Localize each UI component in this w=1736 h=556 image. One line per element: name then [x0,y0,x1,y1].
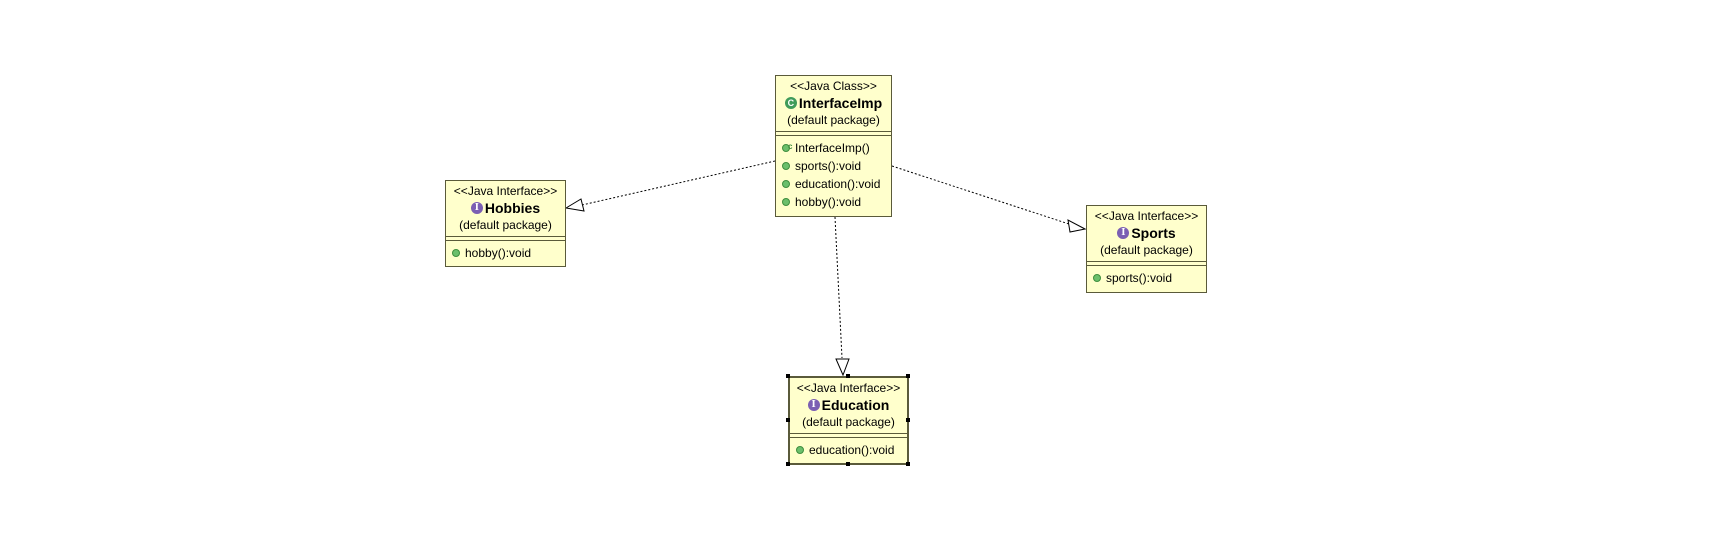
realization-arrowhead-hobbies [564,198,585,212]
public-method-icon [782,180,790,188]
stereotype-label: <<Java Class>> [790,79,877,93]
interface-box-hobbies[interactable]: <<Java Interface>> I Hobbies (default pa… [445,180,566,267]
edge-imp-sports[interactable] [891,165,1070,225]
operations-compartment: education():void [790,438,907,461]
stereotype-label: <<Java Interface>> [1094,209,1199,223]
operation-label: InterfaceImp() [795,141,870,155]
operation-label: sports():void [1106,271,1173,285]
interface-header: <<Java Interface>> I Hobbies (default pa… [446,181,565,236]
operations-compartment: InterfaceImp() sports():void education()… [776,136,891,213]
operation-label: sports():void [795,159,862,173]
package-label: (default package) [459,218,552,232]
interface-name: Hobbies [484,200,541,216]
edge-imp-education[interactable] [834,216,843,359]
realization-arrowhead-sports [1067,219,1087,233]
operation-label: hobby():void [465,246,532,260]
public-method-icon [782,198,790,206]
public-method-icon [1093,274,1101,282]
public-method-icon [452,249,460,257]
class-icon: C [784,97,797,109]
class-name: InterfaceImp [798,95,883,111]
compartment-divider [446,240,565,241]
operation-item[interactable]: sports():void [1093,269,1202,287]
operation-label: education():void [809,443,895,457]
public-constructor-icon [782,138,792,156]
interface-box-sports[interactable]: <<Java Interface>> I Sports (default pac… [1086,205,1207,293]
resize-handle-se[interactable] [906,462,910,466]
attributes-compartment [776,131,891,135]
operation-label: education():void [795,177,881,191]
edge-imp-hobbies[interactable] [581,160,776,206]
package-label: (default package) [802,415,895,429]
interface-icon: I [807,399,820,411]
operation-item[interactable]: hobby():void [782,193,887,211]
stereotype-label: <<Java Interface>> [796,381,901,395]
attributes-compartment [1087,261,1206,265]
resize-handle-e[interactable] [906,418,910,422]
interface-box-education[interactable]: <<Java Interface>> I Education (default … [788,376,909,465]
operation-item[interactable]: hobby():void [452,244,561,262]
public-method-icon [796,446,804,454]
operation-item[interactable]: education():void [796,441,903,459]
interface-icon: I [1117,227,1130,239]
operation-item[interactable]: sports():void [782,157,887,175]
interface-header: <<Java Interface>> I Education (default … [790,378,907,433]
resize-handle-w[interactable] [786,418,790,422]
stereotype-label: <<Java Interface>> [453,184,558,198]
compartment-divider [1087,265,1206,266]
operations-compartment: hobby():void [446,241,565,264]
operation-item[interactable]: InterfaceImp() [782,138,887,157]
resize-handle-sw[interactable] [786,462,790,466]
package-label: (default package) [1100,243,1193,257]
operations-compartment: sports():void [1087,266,1206,289]
attributes-compartment [446,236,565,240]
class-header: <<Java Class>> C InterfaceImp (default p… [776,76,891,131]
public-method-icon [782,162,790,170]
compartment-divider [790,437,907,438]
attributes-compartment [790,433,907,437]
resize-handle-n[interactable] [846,374,850,378]
interface-name: Sports [1131,225,1176,241]
resize-handle-s[interactable] [846,462,850,466]
class-box-interfaceimp[interactable]: <<Java Class>> C InterfaceImp (default p… [775,75,892,217]
resize-handle-nw[interactable] [786,374,790,378]
interface-icon: I [470,202,483,214]
resize-handle-ne[interactable] [906,374,910,378]
interface-header: <<Java Interface>> I Sports (default pac… [1087,206,1206,261]
operation-item[interactable]: education():void [782,175,887,193]
interface-name: Education [821,397,890,413]
operation-label: hobby():void [795,195,862,209]
realization-arrowhead-education [835,358,850,377]
compartment-divider [776,135,891,136]
package-label: (default package) [787,113,880,127]
